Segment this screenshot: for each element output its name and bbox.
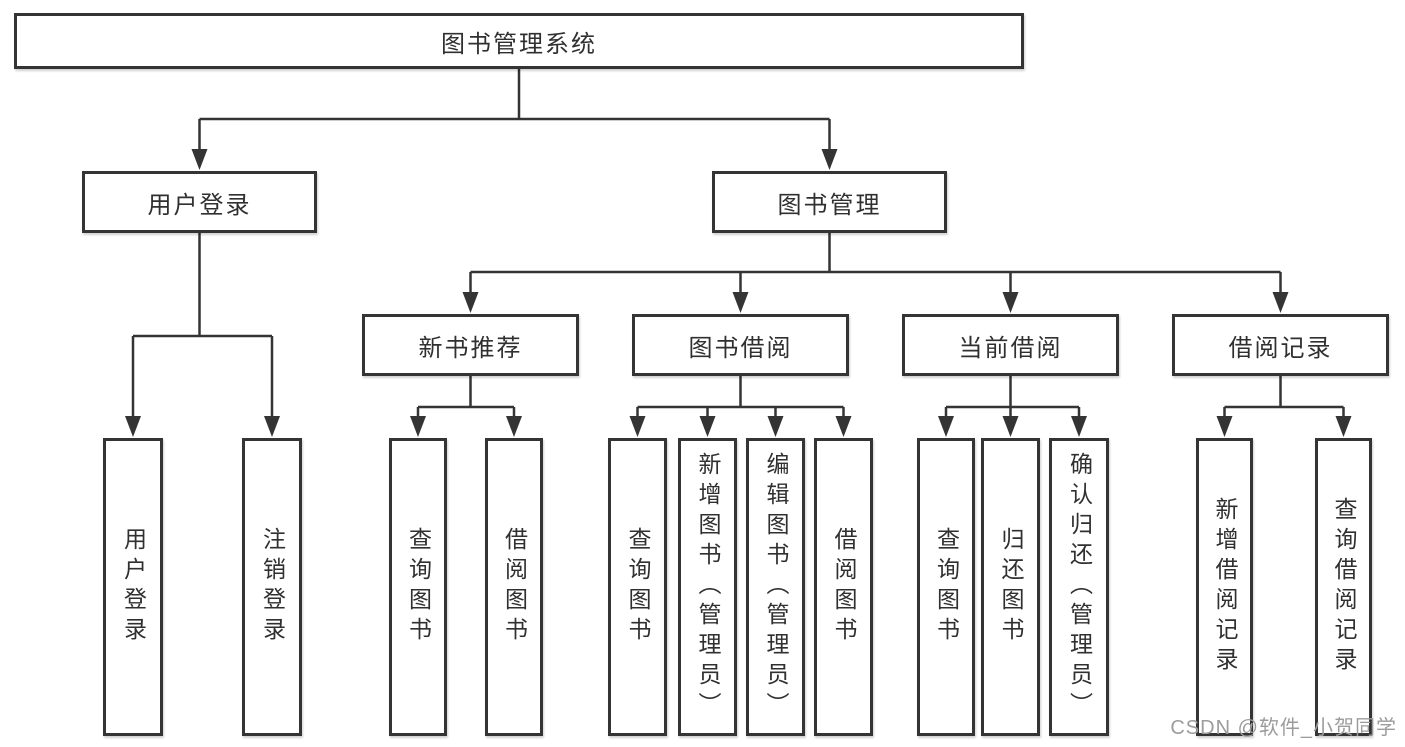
leaf-confirm-return-admin: 确认归还（管理员） bbox=[1049, 438, 1109, 736]
arrowhead-icon bbox=[506, 416, 522, 437]
leaf-add-borrow-record: 新增借阅记录 bbox=[1196, 438, 1253, 736]
arrowhead-icon bbox=[462, 292, 479, 313]
arrowhead-icon bbox=[938, 416, 954, 437]
arrowhead-icon bbox=[732, 292, 749, 313]
leaf-query-books-3: 查询图书 bbox=[917, 438, 975, 736]
leaf-edit-book-admin: 编辑图书（管理员） bbox=[746, 438, 805, 736]
arrowhead-icon bbox=[264, 416, 280, 437]
leaf-user-login: 用户登录 bbox=[103, 438, 163, 736]
arrowhead-icon bbox=[410, 416, 426, 437]
connector-book-borrow bbox=[636, 376, 845, 423]
arrowhead-icon bbox=[1216, 416, 1233, 437]
arrowhead-icon bbox=[821, 149, 838, 170]
connector-root bbox=[198, 69, 831, 153]
node-book-borrow: 图书借阅 bbox=[632, 314, 849, 376]
node-new-book-recommend: 新书推荐 bbox=[362, 314, 579, 376]
arrowhead-icon bbox=[1002, 416, 1019, 437]
leaf-logout: 注销登录 bbox=[242, 438, 302, 736]
leaf-return-books: 归还图书 bbox=[981, 438, 1040, 736]
leaf-query-books-1: 查询图书 bbox=[389, 438, 447, 736]
node-user-login: 用户登录 bbox=[82, 171, 317, 233]
connector-current-borrow bbox=[944, 376, 1081, 423]
node-root: 图书管理系统 bbox=[14, 13, 1024, 69]
node-book-management: 图书管理 bbox=[712, 171, 947, 233]
connector-user-login bbox=[131, 233, 274, 423]
leaf-borrow-books-1: 借阅图书 bbox=[485, 438, 543, 736]
arrowhead-icon bbox=[1071, 416, 1087, 437]
connector-book-management bbox=[469, 233, 1282, 296]
arrowhead-icon bbox=[699, 416, 716, 437]
leaf-borrow-books-2: 借阅图书 bbox=[814, 438, 873, 736]
leaf-query-books-2: 查询图书 bbox=[608, 438, 667, 736]
arrowhead-icon bbox=[767, 416, 784, 437]
arrowhead-icon bbox=[1335, 416, 1352, 437]
arrowhead-icon bbox=[629, 416, 646, 437]
arrowhead-icon bbox=[125, 416, 141, 437]
arrowhead-icon bbox=[835, 416, 852, 437]
connector-borrow-records bbox=[1223, 376, 1345, 423]
leaf-query-borrow-record: 查询借阅记录 bbox=[1315, 438, 1372, 736]
csdn-watermark: CSDN @软件_小贺同学 bbox=[1170, 717, 1397, 739]
node-current-borrow: 当前借阅 bbox=[902, 314, 1119, 376]
arrowhead-icon bbox=[191, 149, 208, 170]
arrowhead-icon bbox=[1272, 292, 1289, 313]
node-borrow-records: 借阅记录 bbox=[1172, 314, 1389, 376]
leaf-add-book-admin: 新增图书（管理员） bbox=[678, 438, 737, 736]
connector-new-book-recommend bbox=[416, 376, 516, 423]
arrowhead-icon bbox=[1002, 292, 1019, 313]
